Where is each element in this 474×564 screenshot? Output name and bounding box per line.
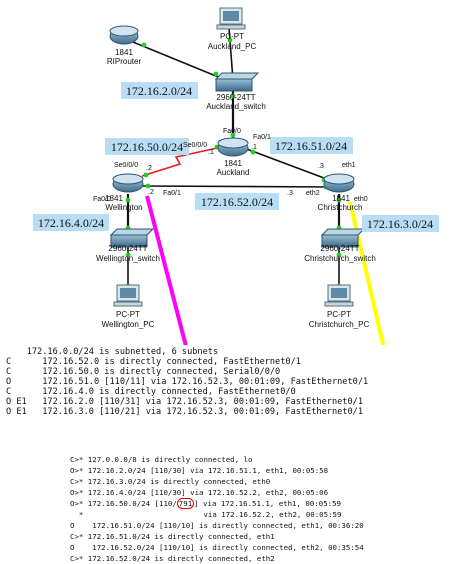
route-suffix: ] via 172.16.51.1, eth1, 00:05:59: [194, 499, 341, 508]
chch-dot3-left-label: .3: [287, 190, 293, 197]
interface-labels: Fa0/0 Se0/0/0 Fa0/1 .1 .1 Se0/0/0 .2 Fa0…: [93, 128, 368, 203]
magenta-annotation-line: [145, 195, 188, 345]
cisco-routing-table: 172.16.0.0/24 is subnetted, 6 subnets C …: [6, 347, 474, 417]
route-line: O>* 172.16.4.0/24 [110/30] via 172.16.52…: [70, 488, 329, 497]
well-fa00-label: Fa0/0: [93, 196, 111, 203]
serial-link: [141, 146, 223, 177]
netbox-auck-chch-link-text: 172.16.51.0/24: [275, 139, 347, 153]
riprouter-model: 1841: [115, 48, 133, 57]
chch-eth0-label: eth0: [354, 196, 368, 203]
cable-auckland-pc-switch: [228, 27, 234, 81]
auck-se-label: Se0/0/0: [183, 142, 207, 149]
route-line: O>* 172.16.2.0/24 [110/30] via 172.16.51…: [70, 466, 329, 475]
route-line: C>* 172.16.3.0/24 is directly connected,…: [70, 477, 271, 486]
metric-highlight-circle: 791: [176, 498, 195, 509]
wellington-name: Wellington: [105, 203, 142, 212]
christchurch-router[interactable]: 1841 Christchurch: [318, 173, 363, 212]
christchurch-model: 1841: [332, 194, 350, 203]
route-line: * via 172.16.52.2, eth2, 00:05:59: [70, 510, 342, 519]
route-line: C 172.16.4.0 is directly connected, Fast…: [6, 387, 296, 397]
yellow-annotation-line: [348, 201, 386, 345]
route-line-highlighted: O>* 172.16.50.0/24 [110/791] via 172.16.…: [70, 498, 474, 509]
cable-wellington-christchurch: [141, 185, 334, 188]
chch-eth1-label: eth1: [342, 162, 356, 169]
riprouter[interactable]: 1841 RIProuter: [107, 25, 142, 66]
auck-fa00-label: Fa0/0: [223, 128, 241, 135]
wellington-pc-name: Wellington_PC: [102, 320, 155, 329]
auckland-switch-model: 2960-24TT: [216, 93, 255, 102]
route-line: C 172.16.50.0 is directly connected, Ser…: [6, 367, 281, 377]
well-dot2-serial-label: .2: [146, 165, 152, 172]
auckland-model: 1841: [224, 159, 242, 168]
route-line: O 172.16.51.0/24 [110/10] is directly co…: [70, 521, 364, 530]
auckland-router[interactable]: 1841 Auckland: [217, 137, 250, 177]
route-line: O E1 172.16.2.0 [110/31] via 172.16.52.3…: [6, 397, 363, 407]
wellington-model: 1841: [105, 194, 123, 203]
well-se-label: Se0/0/0: [114, 162, 138, 169]
quagga-routing-table: C>* 127.0.0.0/8 is directly connected, l…: [70, 454, 474, 564]
wellington-switch[interactable]: 2960-24TT Wellington_switch: [96, 228, 160, 263]
route-line: 172.16.0.0/24 is subnetted, 6 subnets: [6, 347, 219, 357]
wellington-switch-name: Wellington_switch: [96, 254, 160, 263]
network-topology: 1841 RIProuter PC-PT Auckland_PC 2960-24…: [33, 7, 439, 345]
route-line: O 172.16.52.0/24 [110/10] is directly co…: [70, 543, 364, 552]
auck-fa01-label: Fa0/1: [253, 134, 271, 141]
netbox-wellington-lan: 172.16.4.0/24: [33, 214, 109, 231]
auck-dot1-b-label: .1: [251, 144, 257, 151]
auckland-switch[interactable]: 2960-24TT Auckland_switch: [206, 72, 266, 111]
route-line: C>* 172.16.51.0/24 is directly connected…: [70, 532, 275, 541]
christchurch-pc-model: PC-PT: [327, 310, 351, 319]
wellington-pc-model: PC-PT: [116, 310, 140, 319]
wellington-switch-model: 2960-24TT: [108, 244, 147, 253]
netbox-auck-chch-link: 172.16.51.0/24: [270, 137, 353, 154]
chch-dot3-top-label: .3: [318, 163, 324, 170]
well-fa01-label: Fa0/1: [163, 190, 181, 197]
auck-dot1-a-label: .1: [208, 149, 214, 156]
wellington-router[interactable]: 1841 Wellington: [105, 173, 144, 212]
wellington-pc[interactable]: PC-PT Wellington_PC: [102, 284, 155, 329]
netbox-well-chch-link-text: 172.16.52.0/24: [201, 195, 273, 209]
auckland-pc[interactable]: PC-PT Auckland_PC: [208, 7, 257, 51]
auckland-switch-name: Auckland_switch: [206, 102, 266, 111]
auckland-pc-model: PC-PT: [220, 32, 244, 41]
christchurch-pc[interactable]: PC-PT Christchurch_PC: [309, 284, 370, 329]
christchurch-name: Christchurch: [318, 203, 363, 212]
chch-eth2-label: eth2: [306, 190, 320, 197]
netbox-auckland-lan-text: 172.16.2.0/24: [126, 84, 192, 98]
route-line: O E1 172.16.3.0 [110/21] via 172.16.52.3…: [6, 407, 363, 417]
netbox-well-chch-link: 172.16.52.0/24: [195, 193, 279, 210]
riprouter-name: RIProuter: [107, 57, 142, 66]
route-line: C 172.16.52.0 is directly connected, Fas…: [6, 357, 301, 367]
christchurch-switch-name: Christchurch_switch: [304, 254, 376, 263]
well-dot2-fa-label: .2: [148, 189, 154, 196]
christchurch-switch[interactable]: 2960-24TT Christchurch_switch: [304, 228, 376, 263]
netbox-serial-link: 172.16.50.0/24: [105, 138, 189, 155]
netbox-auckland-lan: 172.16.2.0/24: [121, 82, 198, 99]
auckland-name: Auckland: [217, 168, 250, 177]
netbox-christchurch-lan-text: 172.16.3.0/24: [367, 217, 433, 231]
route-line: O 172.16.51.0 [110/11] via 172.16.52.3, …: [6, 377, 369, 387]
christchurch-switch-model: 2960-24TT: [320, 244, 359, 253]
route-line: C>* 127.0.0.0/8 is directly connected, l…: [70, 455, 253, 464]
netbox-serial-link-text: 172.16.50.0/24: [111, 140, 183, 154]
netbox-christchurch-lan: 172.16.3.0/24: [362, 215, 439, 232]
christchurch-pc-name: Christchurch_PC: [309, 320, 370, 329]
auckland-pc-name: Auckland_PC: [208, 42, 257, 51]
netbox-wellington-lan-text: 172.16.4.0/24: [38, 216, 104, 230]
route-prefix: O>* 172.16.50.0/24 [110/: [70, 499, 177, 508]
